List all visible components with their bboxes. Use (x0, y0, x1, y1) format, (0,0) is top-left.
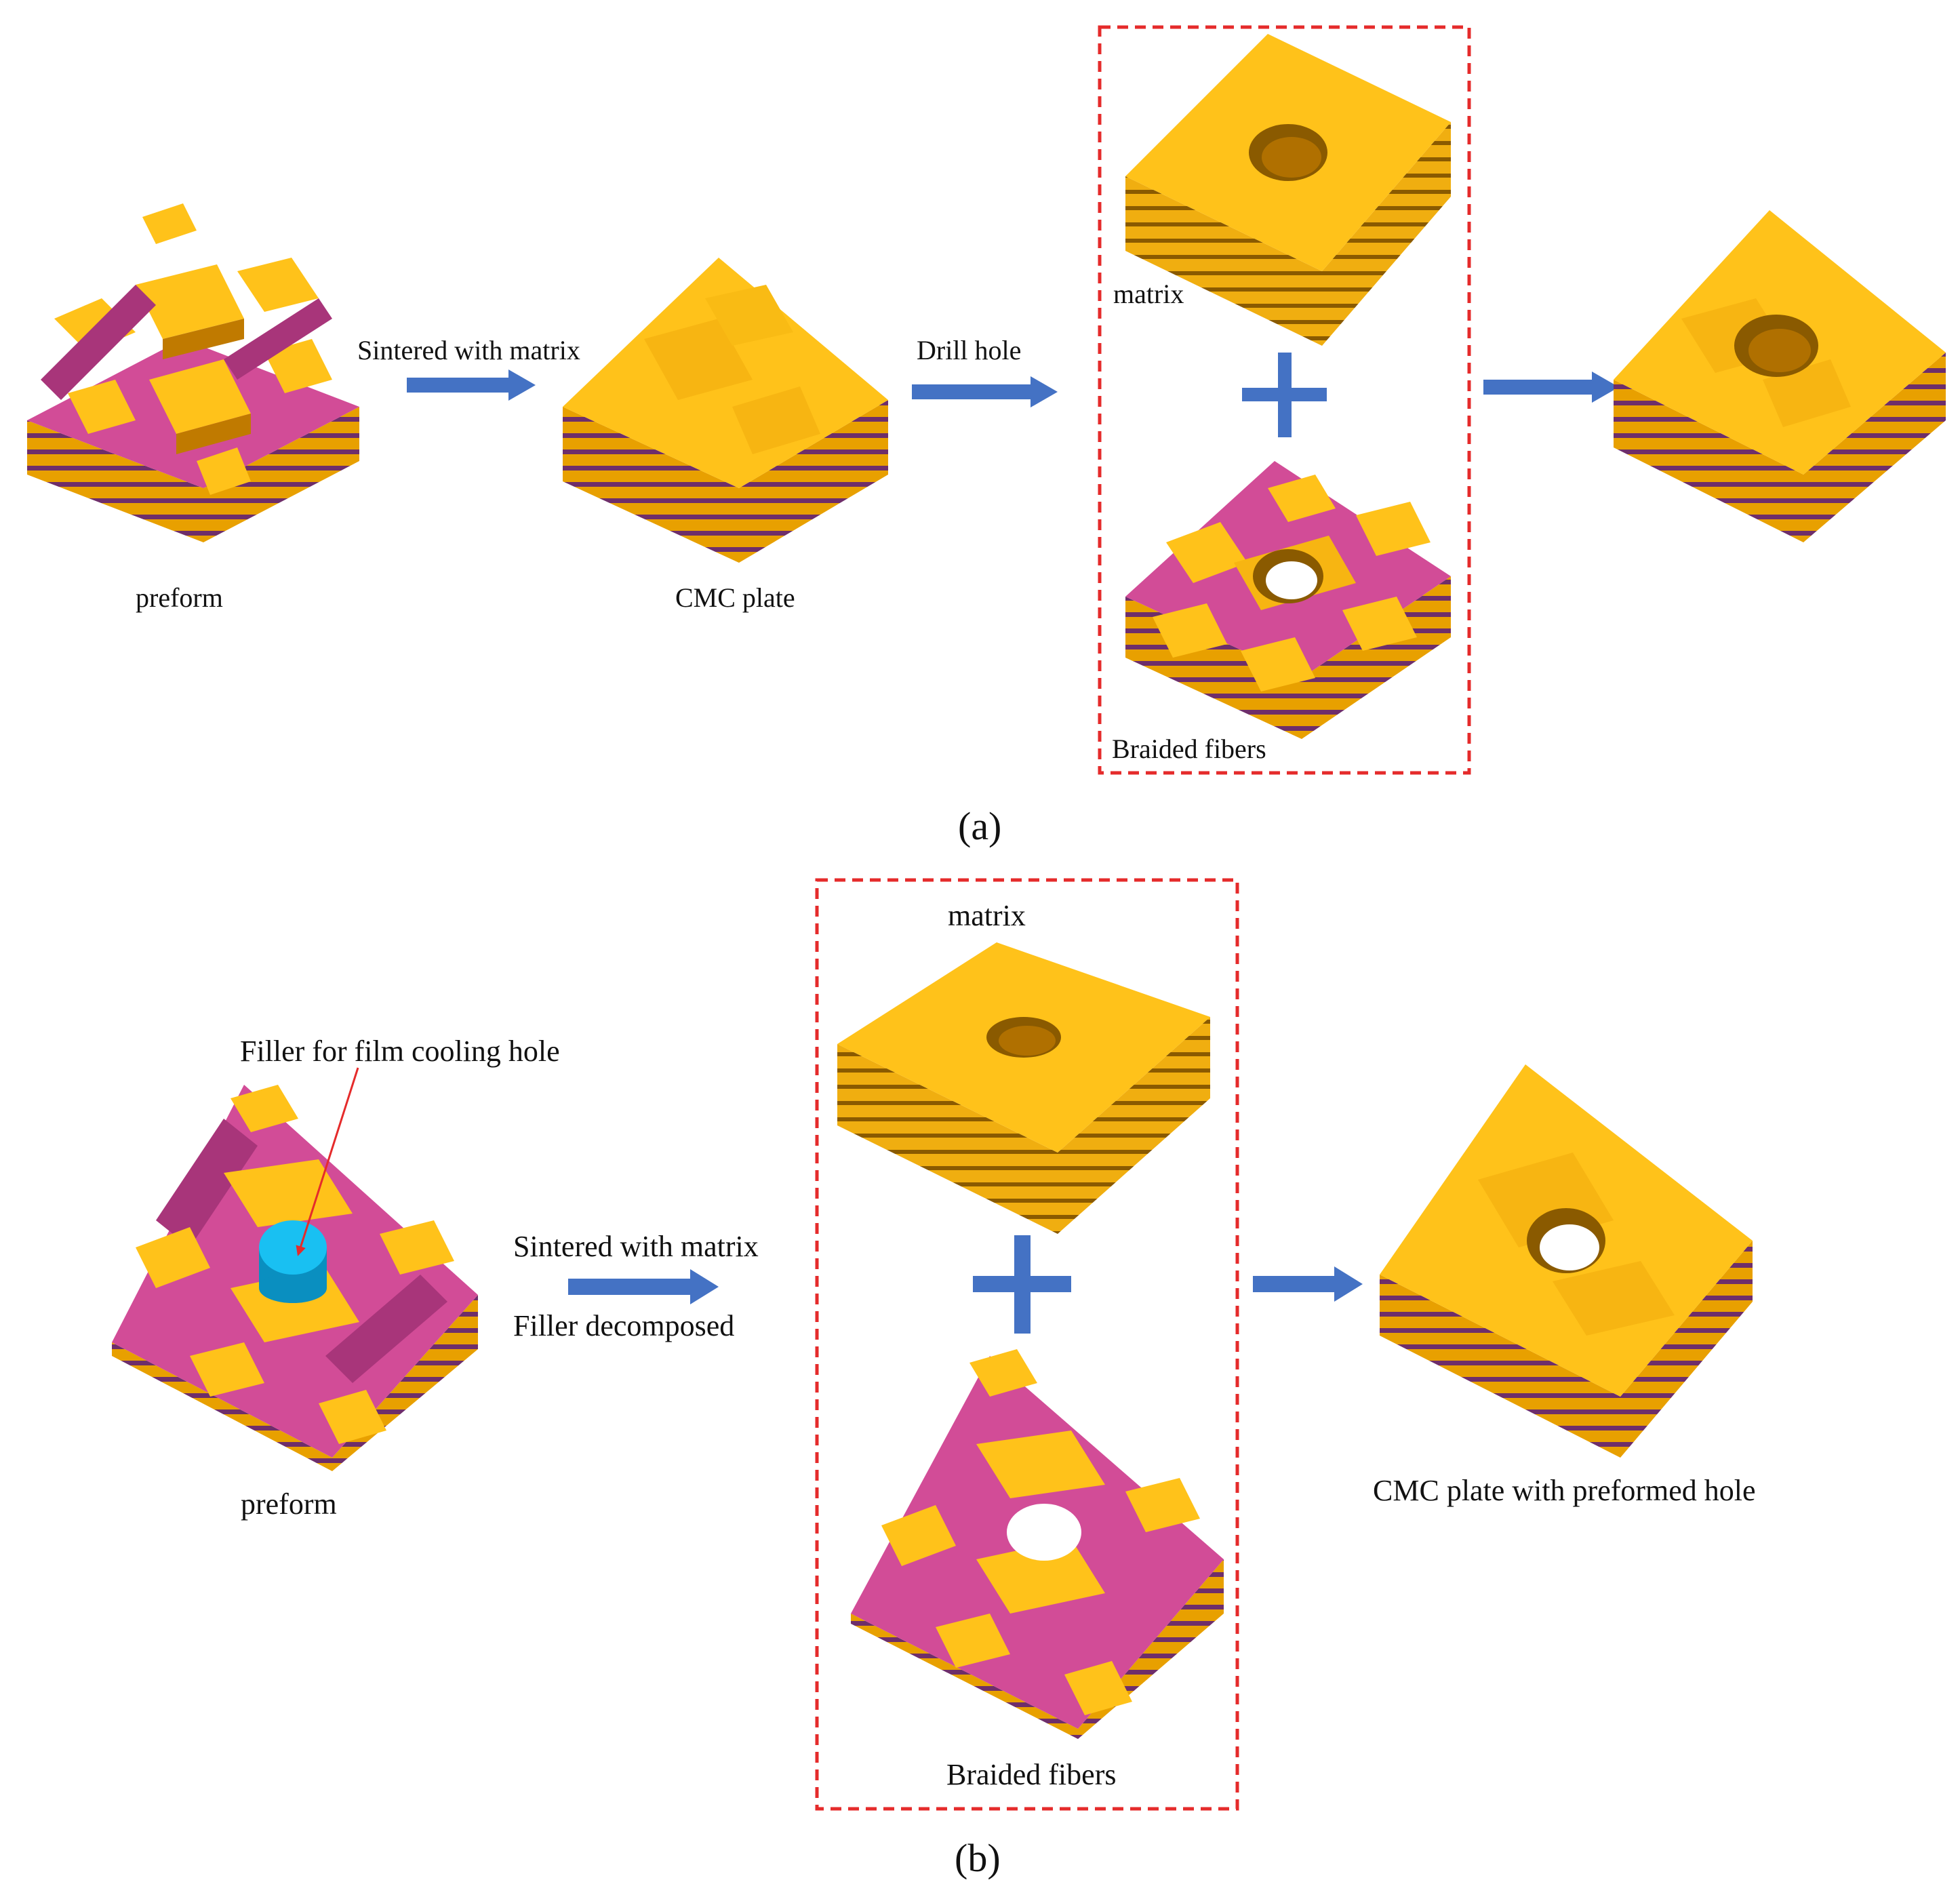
caption-b: (b) (955, 1836, 1001, 1880)
plus-icon (1242, 353, 1327, 437)
panel-a: Sintered with matrix CMC plate Drill hol… (27, 25, 1946, 848)
preform-label-a: preform (136, 582, 223, 613)
fibers-label-b: Braided fibers (946, 1758, 1116, 1791)
matrix-a (1125, 34, 1451, 346)
preform-a (27, 203, 359, 542)
arrow-right-icon (407, 369, 536, 401)
arrow-right-icon (568, 1269, 719, 1304)
result-plate-b (1380, 1064, 1753, 1458)
caption-a: (a) (958, 804, 1001, 848)
matrix-b (837, 942, 1210, 1234)
fibers-label-a: Braided fibers (1112, 734, 1266, 764)
matrix-label-a: matrix (1113, 279, 1184, 309)
preform-label-b: preform (241, 1487, 337, 1521)
cmc-plate-a (563, 258, 888, 563)
preform-b (112, 1067, 478, 1471)
group-box-b (815, 878, 1239, 1811)
arrow-right-icon (912, 376, 1058, 407)
matrix-label-b: matrix (948, 899, 1026, 932)
filler-cylinder (259, 1220, 327, 1303)
result-plate-a (1614, 210, 1946, 542)
step-sintered-label: Sintered with matrix (357, 335, 580, 365)
filler-label: Filler for film cooling hole (240, 1035, 560, 1068)
filler-pointer (296, 1067, 359, 1256)
step-decomposed-label: Filler decomposed (513, 1309, 734, 1342)
braided-fibers-b (851, 1349, 1224, 1739)
plus-icon (973, 1235, 1071, 1334)
arrow-right-icon (1253, 1266, 1363, 1302)
step-drill-label: Drill hole (917, 335, 1021, 365)
step-sintered-label-b: Sintered with matrix (513, 1230, 759, 1263)
panel-b: Filler for film cooling hole preform Sin… (112, 878, 1756, 1880)
result-label-b: CMC plate with preformed hole (1373, 1474, 1756, 1507)
cmc-plate-label: CMC plate (675, 582, 795, 613)
arrow-right-icon (1483, 372, 1619, 403)
group-box-a (1098, 25, 1471, 775)
braided-fibers-a (1125, 461, 1451, 739)
